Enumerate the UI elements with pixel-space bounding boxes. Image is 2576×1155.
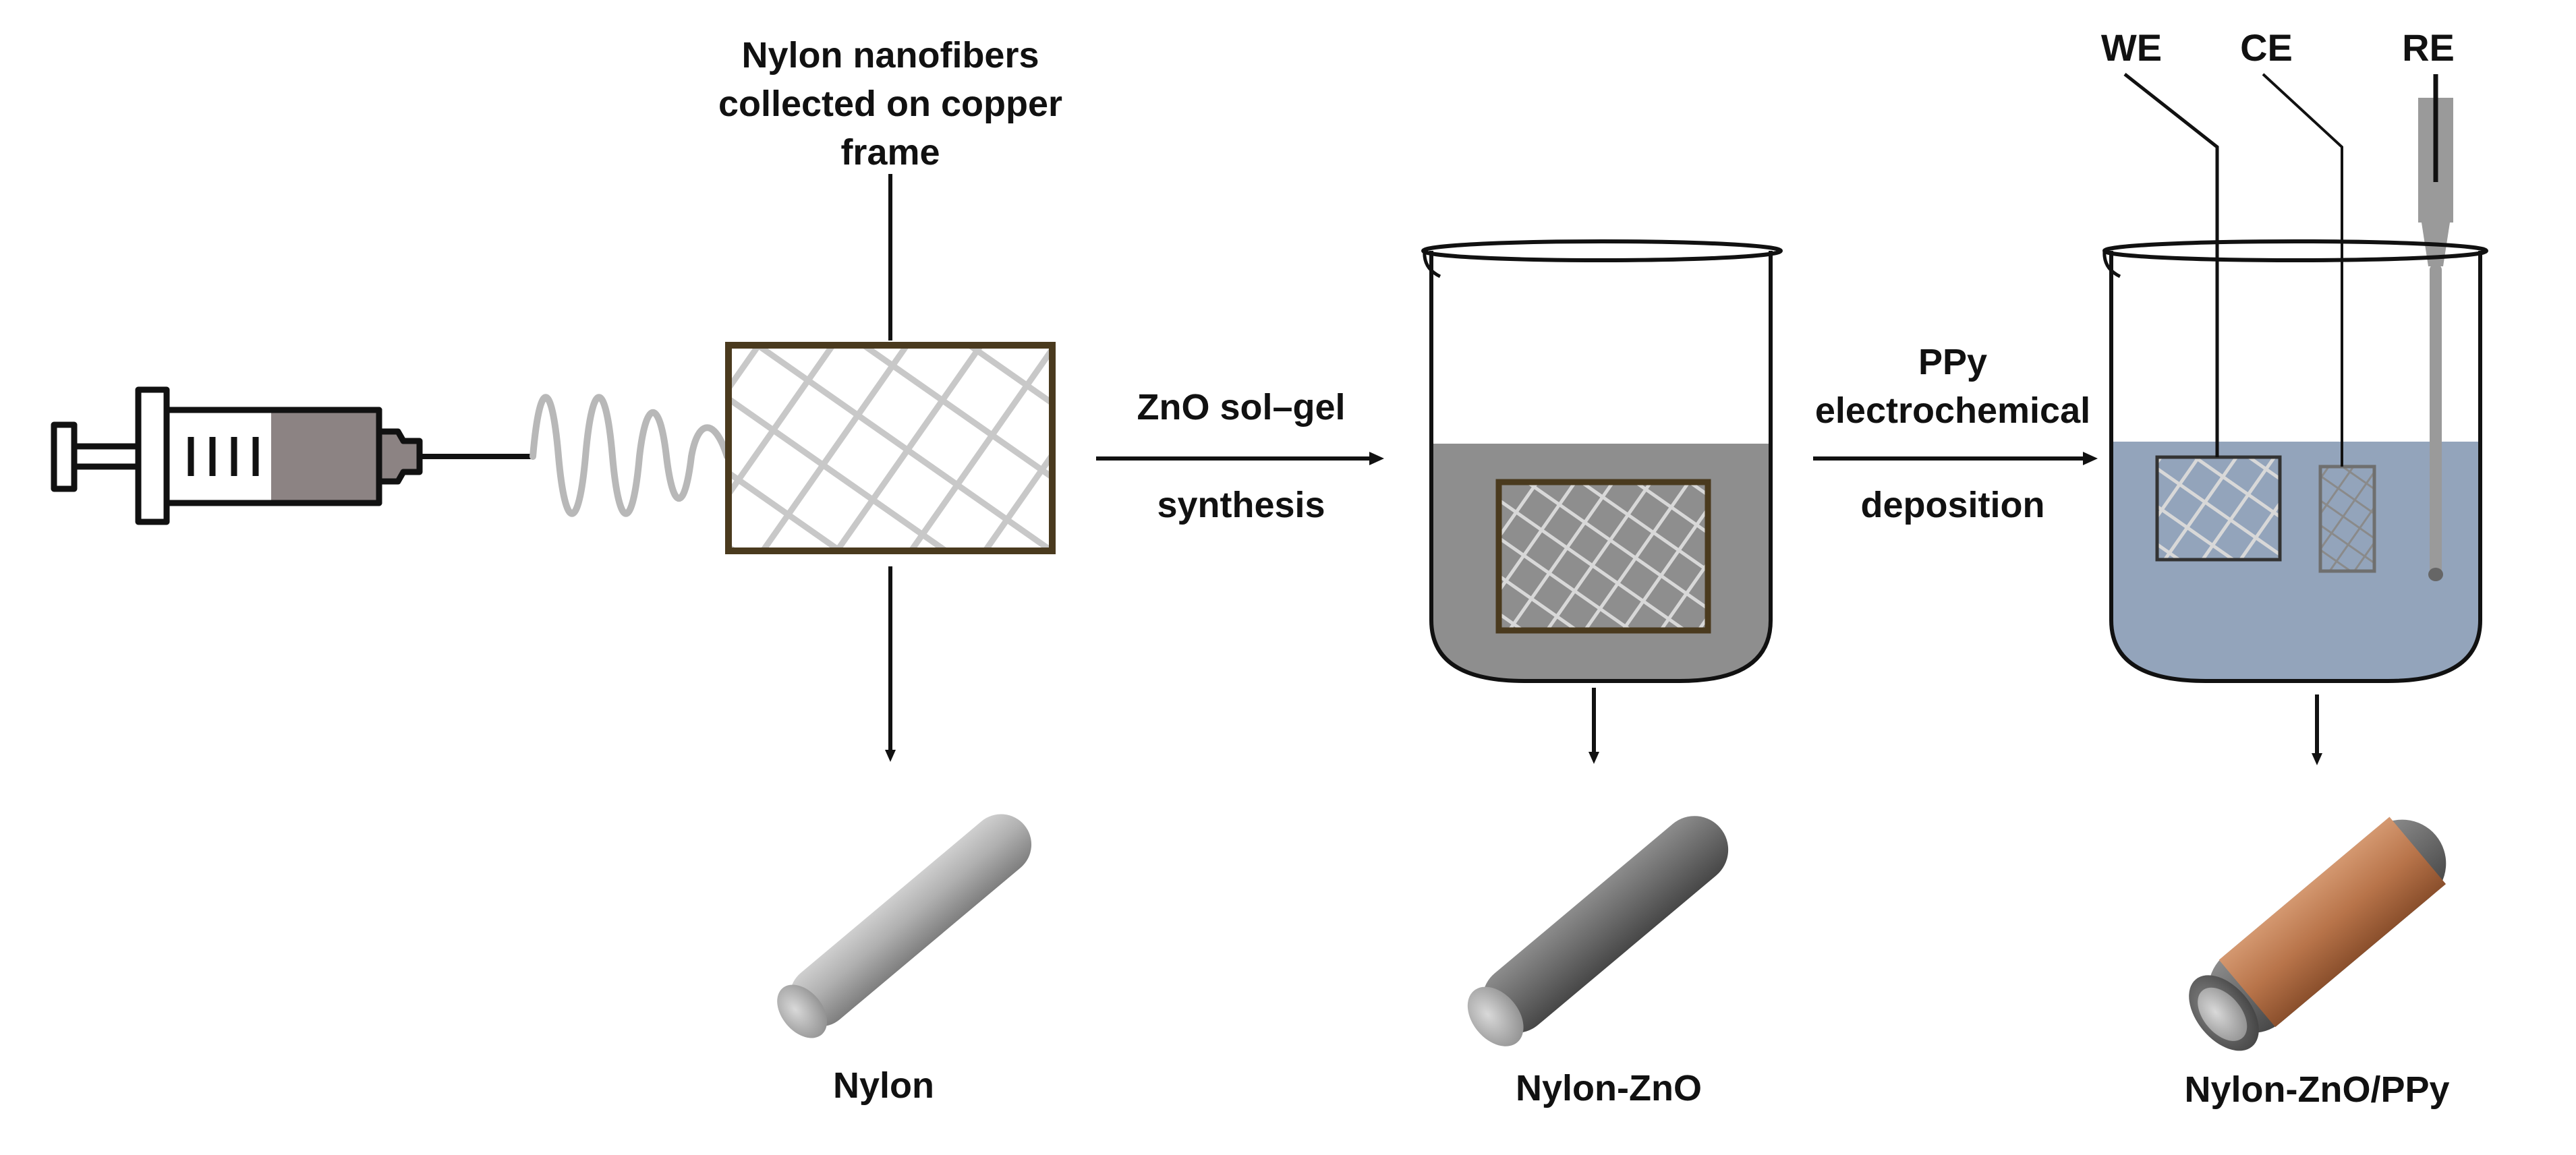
product-label-nylon-zno-ppy: Nylon-ZnO/PPy	[2184, 1069, 2449, 1110]
electrode-label-we: WE	[2101, 26, 2162, 69]
counter-electrode	[2318, 465, 2376, 573]
step2-label-line1: PPy	[1918, 342, 1987, 382]
beaker-zno-solgel	[1421, 239, 1783, 683]
product-label-nylon: Nylon	[833, 1065, 934, 1106]
working-electrode	[2155, 455, 2282, 562]
fiber-jet-spiral	[529, 394, 731, 517]
electrode-label-ce: CE	[2240, 26, 2293, 69]
electrode-leader-lines	[2123, 73, 2438, 467]
collector-label-line2: collected on copper	[718, 84, 1062, 124]
arrow-to-nylon-zno	[1588, 688, 1599, 764]
step1-label-line2: synthesis	[1157, 485, 1325, 525]
nylon-zno-ppy-fiber-illustration	[2189, 817, 2446, 1051]
arrow-to-nylon-zno-ppy	[2312, 694, 2322, 765]
syringe-icon	[51, 386, 533, 525]
arrow-step1	[1096, 452, 1384, 465]
collector-label-line1: Nylon nanofibers	[741, 35, 1039, 76]
arrow-to-nylon	[885, 566, 896, 762]
step1-label-line1: ZnO sol–gel	[1137, 387, 1345, 427]
nylon-zno-fiber-illustration	[1467, 816, 1729, 1046]
step2-label-line2: electrochemical	[1815, 390, 2090, 431]
copper-frame-collector	[725, 342, 1056, 554]
electrode-label-re: RE	[2402, 26, 2455, 69]
beaker-electrochemical-cell	[2102, 98, 2488, 683]
collector-label-line3: frame	[840, 132, 940, 173]
step2-label-line3: deposition	[1861, 485, 2045, 525]
product-label-nylon-zno: Nylon-ZnO	[1516, 1068, 1702, 1108]
nylon-fiber-illustration	[777, 814, 1032, 1038]
arrow-step2	[1813, 452, 2098, 465]
